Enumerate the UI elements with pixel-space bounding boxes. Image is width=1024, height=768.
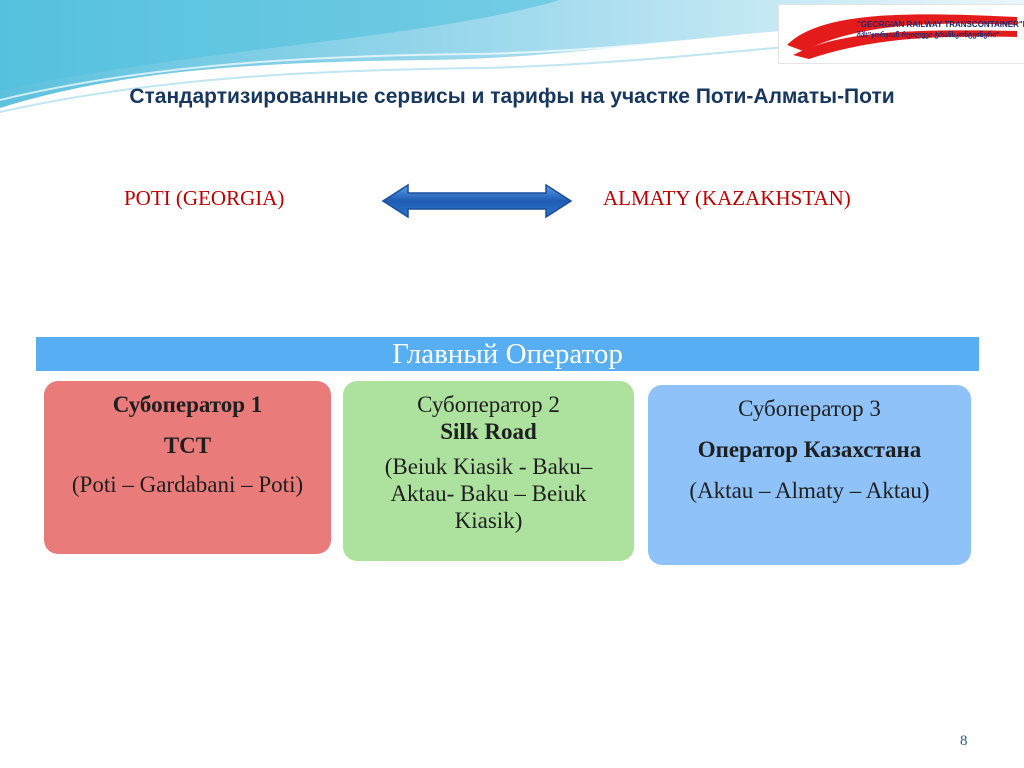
route-destination: ALMATY (KAZAKHSTAN)	[603, 186, 851, 210]
suboperator-heading: Субоператор 3	[738, 396, 881, 421]
suboperator-card-2: Субоператор 2 Silk Road (Beiuk Kiasik - …	[343, 381, 634, 561]
route-origin: POTI (GEORGIA)	[124, 186, 285, 210]
suboperator-route: (Beiuk Kiasik - Baku– Aktau- Baku – Beiu…	[384, 454, 593, 533]
suboperator-heading: Субоператор 1	[112, 392, 263, 417]
logo-text-georgian: შპს"ჯორჯიან რეილვეი ტრანსკონტეინერი"	[857, 32, 1000, 39]
suboperator-card-1: Субоператор 1 TCT (Poti – Gardabani – Po…	[44, 381, 331, 554]
suboperator-heading: Субоператор 2	[417, 392, 560, 417]
suboperator-name: TCT	[163, 433, 212, 458]
railway-logo-icon	[787, 14, 1017, 59]
main-operator-label: Главный Оператор	[392, 338, 623, 370]
main-operator-bar: Главный Оператор	[36, 337, 979, 371]
slide-title: Стандартизированные сервисы и тарифы на …	[129, 85, 895, 108]
background-wave	[0, 0, 1024, 113]
suboperator-route: (Aktau – Almaty – Aktau)	[689, 478, 930, 503]
suboperator-name: Оператор Казахстана	[697, 437, 922, 462]
company-logo: "GEORGIAN RAILWAY TRANSCONTAINER"LTD შპს…	[778, 4, 1024, 64]
suboperator-card-3: Субоператор 3 Оператор Казахстана (Aktau…	[648, 385, 971, 565]
double-arrow-icon	[381, 183, 573, 219]
logo-text-english: "GEORGIAN RAILWAY TRANSCONTAINER"LTD	[857, 20, 1024, 29]
suboperator-route: (Poti – Gardabani – Poti)	[71, 472, 304, 497]
page-number: 8	[960, 733, 968, 749]
suboperator-name: Silk Road	[440, 419, 537, 444]
